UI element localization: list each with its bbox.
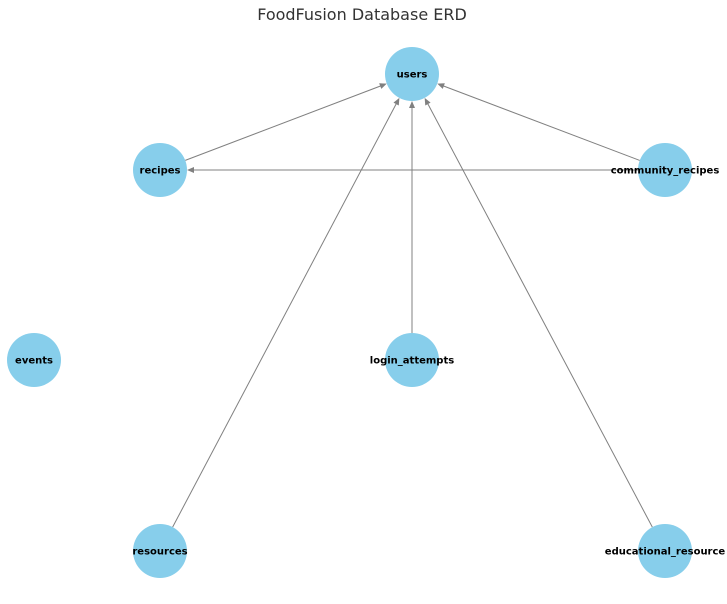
arrowhead-icon — [437, 83, 445, 89]
diagram-title: FoodFusion Database ERD — [257, 5, 467, 24]
edges-layer — [172, 83, 653, 528]
node-circle — [7, 333, 61, 387]
arrowhead-icon — [424, 97, 431, 106]
node-circle — [385, 47, 439, 101]
node-circle — [638, 143, 692, 197]
node-label: recipes — [140, 166, 181, 177]
node-users: users — [385, 47, 439, 101]
arrowhead-icon — [187, 167, 194, 173]
node-circle — [638, 524, 692, 578]
node-label: resources — [132, 547, 187, 558]
node-circle — [385, 333, 439, 387]
edge-line — [441, 84, 640, 161]
edge-community_recipes-to-recipes — [187, 167, 638, 173]
arrowhead-icon — [379, 83, 387, 89]
edge-educational_resource-to-users — [424, 97, 653, 528]
node-circle — [133, 524, 187, 578]
node-resources: resources — [132, 524, 188, 578]
node-label: events — [15, 356, 53, 367]
node-label: login_attempts — [370, 356, 454, 367]
edge-resources-to-users — [172, 97, 400, 528]
edge-line — [426, 102, 653, 528]
node-community-recipes: community_recipes — [611, 143, 720, 197]
node-login-attempts: login_attempts — [370, 333, 454, 387]
node-label: users — [397, 70, 428, 81]
arrowhead-icon — [409, 101, 415, 108]
edge-line — [185, 84, 383, 161]
node-recipes: recipes — [133, 143, 187, 197]
arrowhead-icon — [393, 97, 400, 106]
node-educational-resource: educational_resource — [605, 524, 726, 578]
edge-login_attempts-to-users — [409, 101, 415, 333]
node-label: community_recipes — [611, 166, 720, 177]
edge-line — [172, 102, 398, 528]
node-events: events — [7, 333, 61, 387]
node-label: educational_resource — [605, 547, 726, 558]
edge-recipes-to-users — [185, 83, 387, 161]
edge-community_recipes-to-users — [437, 83, 640, 161]
node-circle — [133, 143, 187, 197]
